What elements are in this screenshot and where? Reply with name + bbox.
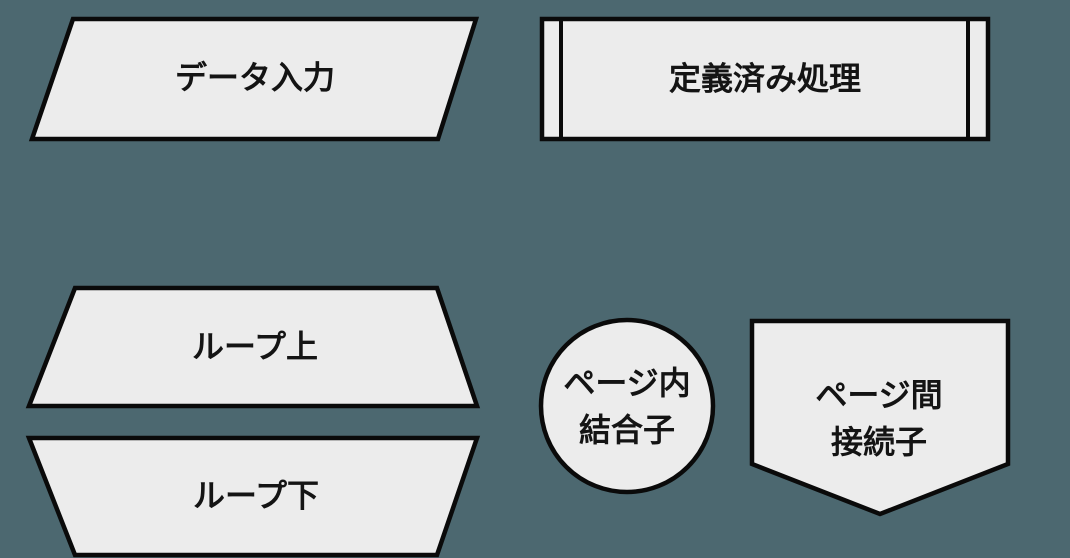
on-page-connector-label: ページ内 結合子 [563, 360, 690, 454]
on-page-connector-label-line2: 結合子 [578, 412, 675, 448]
off-page-connector-label: ページ間 接続子 [815, 372, 942, 466]
data-input-label: データ入力 [174, 59, 336, 96]
on-page-connector-label-line1: ページ内 [563, 365, 691, 401]
data-input-shape [28, 16, 480, 142]
off-page-connector-label-line2: 接続子 [830, 424, 927, 460]
predefined-process-shape [539, 16, 991, 142]
off-page-connector-label-line1: ページ間 [815, 377, 943, 413]
off-page-connector-shape [749, 318, 1011, 517]
loop-limit-lower-label: ループ下 [192, 477, 320, 514]
loop-limit-lower-shape [25, 435, 481, 558]
on-page-connector-shape [538, 317, 716, 495]
loop-limit-upper-label: ループ上 [191, 328, 319, 365]
predefined-process-label: 定義済み処理 [668, 60, 862, 97]
loop-limit-upper-shape [25, 285, 481, 409]
